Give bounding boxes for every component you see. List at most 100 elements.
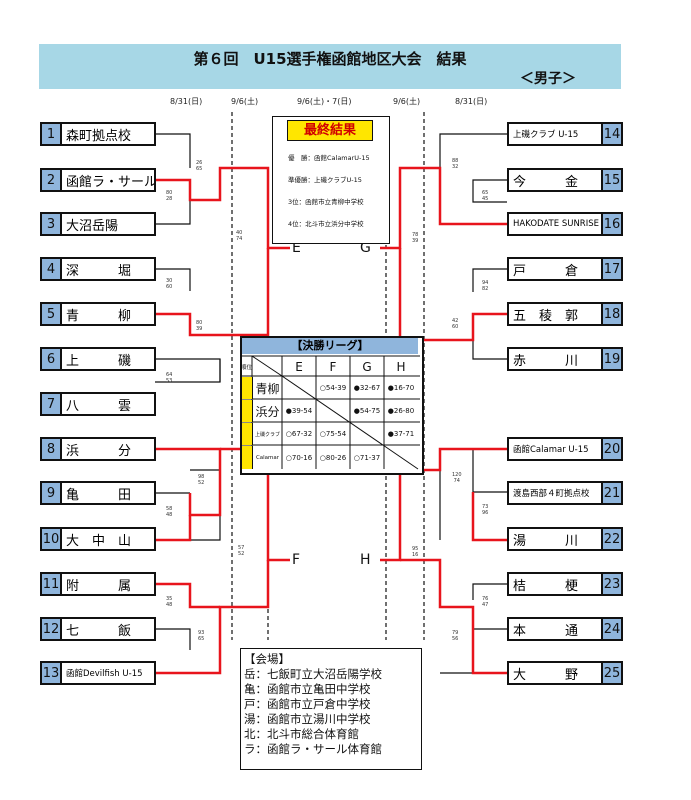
league-team: 青柳	[255, 381, 280, 396]
final-results-line: 4位：北斗市立浜分中学校	[288, 220, 364, 228]
league-cell: ●26-80	[387, 407, 415, 415]
league-cell: ●16-70	[387, 384, 415, 392]
block-letter-f: F	[292, 552, 301, 568]
block-letter-e: E	[292, 240, 301, 256]
league-cell: ○70-16	[285, 453, 313, 462]
league-cell: ○67-32	[285, 430, 313, 438]
league-team: 浜分	[255, 404, 280, 419]
league-grid	[240, 355, 420, 470]
league-cell: ○80-26	[319, 453, 347, 462]
date-right-round2: 9/6(土)	[393, 97, 421, 106]
final-results-line: 3位：函館市立青柳中学校	[288, 198, 364, 206]
date-center: 9/6(土)・7(日)	[297, 97, 352, 106]
league-cell: ●32-67	[353, 384, 381, 392]
venue-line: 戸：函館市立戸倉中学校	[244, 697, 371, 711]
venue-box	[240, 648, 422, 770]
venue-line: ラ：函館ラ・サール体育館	[244, 742, 382, 756]
final-results-title: 最終結果	[287, 120, 373, 141]
venue-line: 湯：函館市立湯川中学校	[244, 712, 371, 726]
venue-line: 亀：函館市立亀田中学校	[244, 682, 371, 696]
venue-line: 岳：七飯町立大沼岳陽学校	[244, 667, 382, 681]
league-title: 【決勝リーグ】	[242, 338, 418, 354]
league-rank	[242, 423, 253, 445]
league-table	[240, 336, 424, 475]
league-col-g: G	[362, 359, 372, 374]
league-team: 上磯クラブ	[254, 431, 280, 438]
league-rank	[242, 400, 253, 422]
league-col-h: H	[396, 359, 406, 374]
league-cell: ○54-39	[319, 384, 347, 392]
title-bar	[39, 44, 621, 89]
league-cell: ○71-37	[353, 453, 381, 462]
league-cell: ●39-54	[285, 407, 313, 415]
date-right-round1: 8/31(日)	[455, 97, 488, 106]
league-cell: ○75-54	[319, 430, 347, 438]
league-cell: ●54-75	[353, 407, 381, 415]
league-col-e: E	[295, 359, 303, 374]
page-title: 第６回 U15選手権函館地区大会 結果	[193, 50, 467, 68]
page-subtitle: ＜男子＞	[520, 71, 576, 87]
league-rank-header: 順位	[241, 364, 253, 371]
league-col-f: F	[329, 359, 337, 374]
league-rank	[242, 377, 253, 399]
league-rank	[242, 446, 253, 469]
block-letter-h: H	[360, 552, 371, 568]
date-left-round2: 9/6(土)	[231, 97, 259, 106]
venue-line: 北：北斗市総合体育館	[244, 727, 359, 741]
final-results-line: 準優勝：上磯クラブU-15	[288, 176, 362, 184]
final-results-line: 優 勝：函館CalamarU-15	[288, 154, 370, 162]
league-cell: ●37-71	[387, 430, 415, 438]
block-letter-g: G	[360, 240, 371, 256]
league-team: Calamar	[255, 454, 280, 461]
date-left-round1: 8/31(日)	[170, 97, 203, 106]
venue-title: 【会場】	[244, 652, 290, 666]
